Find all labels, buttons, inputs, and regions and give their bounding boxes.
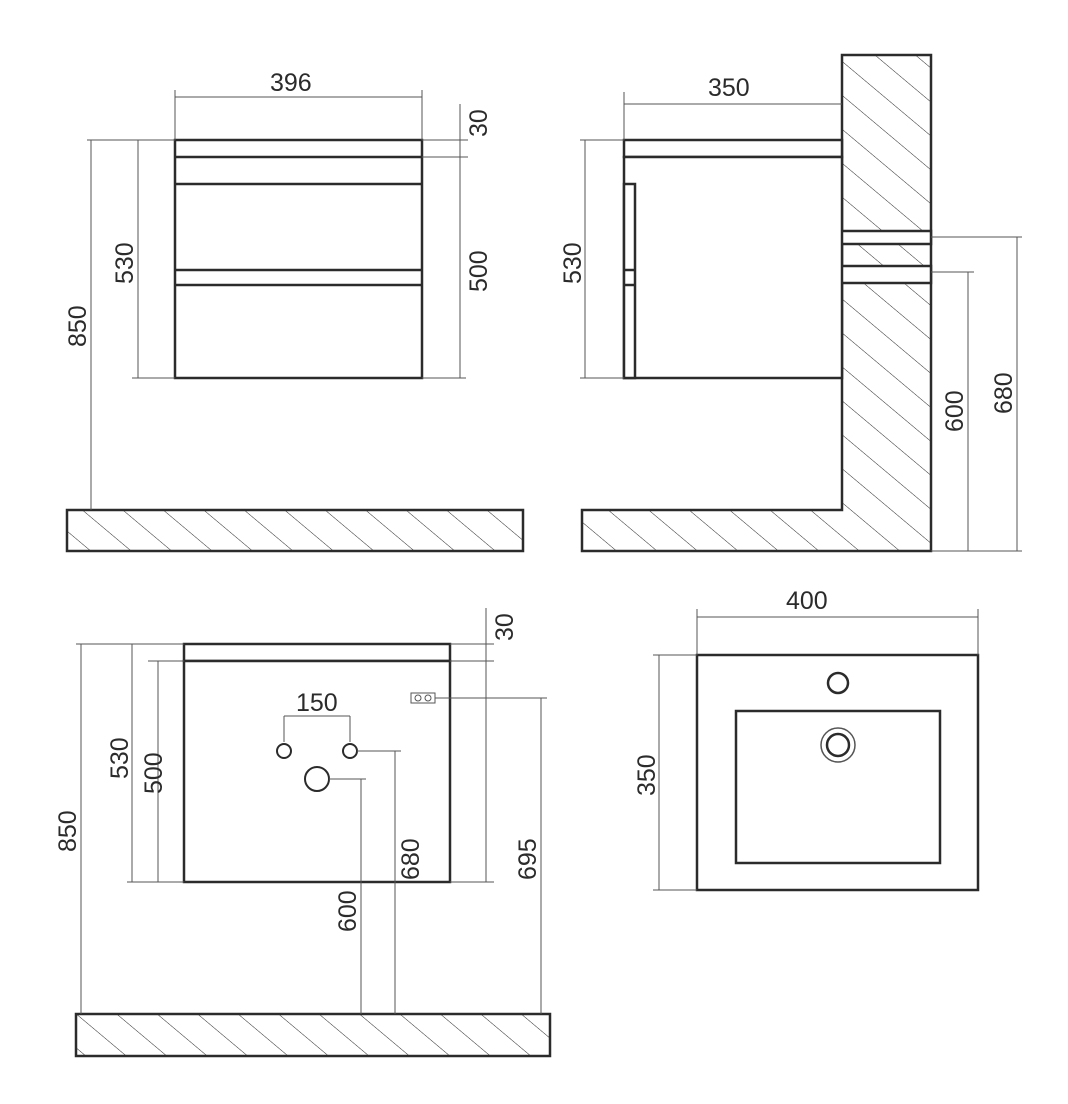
back-body-height-label: 530 [106,737,134,779]
back-floor [74,1012,552,1058]
faucet-hole [826,671,850,695]
back-cabinet-top [182,642,452,663]
front-top-thickness-label: 30 [465,109,493,137]
back-floor-height-label: 850 [54,810,82,852]
front-view: 396 30 500 530 850 [64,69,525,553]
side-depth-label: 350 [708,74,750,102]
side-drain-height-label: 600 [941,390,969,432]
front-floor [65,508,525,553]
side-cabinet-body [622,155,844,380]
top-depth-label: 350 [633,754,661,796]
top-width-label: 400 [786,587,828,615]
back-drain-height-label: 600 [334,890,362,932]
cold-water-inlet [276,743,292,759]
back-pipe-spacing-label: 150 [296,689,338,717]
front-drawers-height-label: 500 [465,250,493,292]
side-view: 350 530 600 680 [559,53,1022,553]
side-cabinet-top [622,138,844,159]
back-panel-height-label: 500 [140,752,168,794]
top-view: 400 350 [633,587,980,892]
back-view: 150 30 695 680 600 530 500 850 [54,608,552,1058]
front-body-height-label: 530 [111,242,139,284]
drain-outlet [304,766,330,792]
side-supply-height-label: 680 [990,372,1018,414]
hot-water-inlet [342,743,358,759]
back-top-thickness-label: 30 [491,613,519,641]
side-body-height-label: 530 [559,242,587,284]
side-drawer-front [622,182,637,380]
back-supply-height-label: 680 [397,838,425,880]
front-cabinet-body [173,138,424,380]
front-width-label: 396 [270,69,312,97]
front-floor-height-label: 850 [64,305,92,347]
side-drain-pipe [828,264,933,285]
side-supply-pipe [828,229,933,246]
side-wall-floor [580,53,933,553]
back-socket-height-label: 695 [514,838,542,880]
basin-drain-inner [825,732,851,758]
